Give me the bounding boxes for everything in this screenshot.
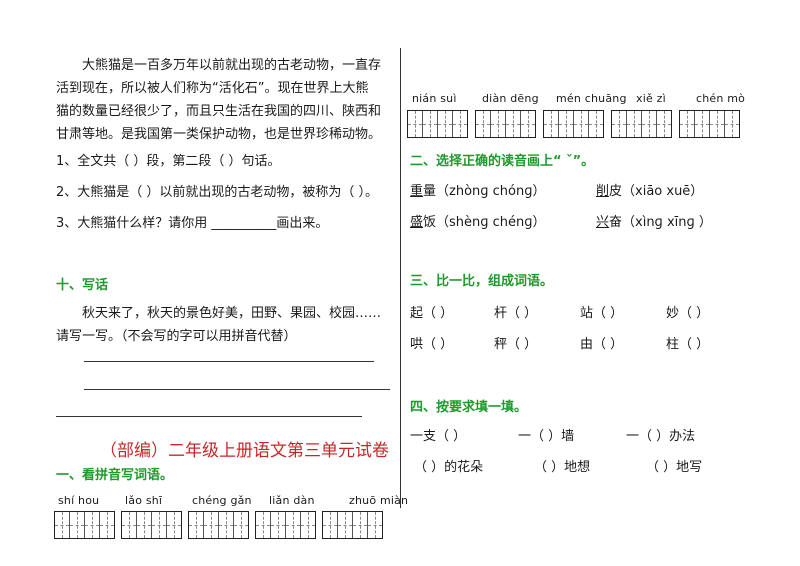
section-2-title: 二、选择正确的读音画上“ ˇ”。 [410,154,595,169]
pinyin-3: chéng gǎn [192,494,252,507]
compare-item-6[interactable]: 秤（ ） [494,337,538,352]
section-2-item-3[interactable]: 盛饭（shènɡ chénɡ） [410,211,546,230]
compare-item-7[interactable]: 由（ ） [580,337,624,352]
pinyin-1: shí hou [58,494,100,507]
char-box-r1[interactable] [407,110,468,138]
question-3: 3、大熊猫什么样？请你用 __________画出来。 [56,216,329,231]
compare-item-8[interactable]: 柱（ ） [666,337,710,352]
compare-item-2[interactable]: 杆（ ） [494,306,538,321]
fill-item-1[interactable]: 一支（ ） [410,429,467,444]
exam-title: （部编）二年级上册语文第三单元试卷 [100,441,389,461]
pinyin-r3: mén chuāng [556,92,627,105]
passage-line-1: 大熊猫是一百多万年以前就出现的古老动物，一直存 [82,58,382,73]
section-2-item-4[interactable]: 兴奋（xìnɡ xīnɡ ） [596,211,712,230]
compare-item-3[interactable]: 站（ ） [580,306,624,321]
char-box-r2[interactable] [475,110,536,138]
prompt-line-1: 秋天来了，秋天的景色好美，田野、果园、校园…… [82,306,382,321]
pinyin-row-left: shí hou lǎo shī chéng gǎn liǎn dàn zhuō … [58,494,408,507]
dotted-char-2: 削 [596,184,610,199]
dotted-char-1: 重 [410,184,424,199]
compare-item-5[interactable]: 哄（ ） [410,337,454,352]
pinyin-2: lǎo shī [125,494,163,507]
compare-item-4[interactable]: 妙（ ） [666,306,710,321]
pinyin-r5: chén mò [696,92,746,105]
section-2-item-2[interactable]: 削皮（xiāo xuē） [596,180,703,199]
passage-line-3: 猫的数量已经很少了，而且只生活在我国的四川、陕西和 [56,104,382,119]
compare-item-1[interactable]: 起（ ） [410,306,454,321]
section-4-row-1: 一支（ ） 一（ ）墙 一（ ）办法 [410,425,695,444]
writing-line-2[interactable] [84,389,390,390]
question-1: 1、全文共（ ）段，第二段（ ）句话。 [56,154,281,169]
pinyin-r4: xiě zì [636,92,666,105]
char-box-5[interactable] [322,511,383,539]
char-box-4[interactable] [255,511,316,539]
pinyin-5: zhuō miàn [349,494,409,507]
pinyin-r2: diàn dēng [482,92,539,105]
section-4-title: 四、按要求填一填。 [410,400,528,415]
char-box-r3[interactable] [543,110,604,138]
fill-item-2[interactable]: 一（ ）墙 [518,429,575,444]
pinyin-r1: nián suì [412,92,457,105]
section-2-item-3-rest: 饭（shènɡ chénɡ） [423,215,546,230]
passage-line-2: 活到现在，所以被人们称为“活化石”。现在世界上大熊 [56,81,369,96]
pinyin-row-right: nián suì diàn dēng mén chuāng xiě zì ché… [412,92,745,105]
char-box-r4[interactable] [611,110,672,138]
section-10-title: 十、写话 [56,278,109,293]
section-4-row-2: （ ）的花朵 （ ）地想 （ ）地写 [414,456,702,475]
section-3-row-2: 哄（ ） 秤（ ） 由（ ） 柱（ ） [410,333,709,352]
column-divider [400,48,401,508]
writing-line-1[interactable] [84,361,374,362]
char-box-3[interactable] [188,511,249,539]
section-3-title: 三、比一比，组成词语。 [410,274,554,289]
writing-line-3[interactable] [56,416,362,417]
section-2-item-1[interactable]: 重量（zhònɡ chónɡ） [410,180,546,199]
dotted-char-4: 兴 [596,215,610,230]
fill-item-6[interactable]: （ ）地写 [646,460,703,475]
pinyin-4: liǎn dàn [269,494,315,507]
char-box-1[interactable] [54,511,115,539]
prompt-line-2: 请写一写。（不会写的字可以用拼音代替） [56,329,297,344]
writing-grid-right[interactable] [407,110,740,138]
section-2-item-2-rest: 皮（xiāo xuē） [609,184,704,199]
passage-line-4: 甘肃等地。是我国第一类保护动物，也是世界珍稀动物。 [56,127,382,142]
section-1-title: 一、看拼音写词语。 [56,468,174,483]
char-box-2[interactable] [121,511,182,539]
passage: 大熊猫是一百多万年以前就出现的古老动物，一直存 活到现在，所以被人们称为“活化石… [56,54,396,146]
dotted-char-3: 盛 [410,215,424,230]
writing-grid-left[interactable] [54,511,383,539]
section-2-item-4-rest: 奋（xìnɡ xīnɡ ） [609,215,712,230]
fill-item-3[interactable]: 一（ ）办法 [626,429,696,444]
section-10-prompt: 秋天来了，秋天的景色好美，田野、果园、校园…… 请写一写。（不会写的字可以用拼音… [56,302,396,348]
question-2: 2、大熊猫是（ ）以前就出现的古老动物，被称为（ ）。 [56,185,379,200]
fill-item-4[interactable]: （ ）的花朵 [414,460,484,475]
fill-item-5[interactable]: （ ）地想 [534,460,591,475]
char-box-r5[interactable] [679,110,740,138]
section-3-row-1: 起（ ） 杆（ ） 站（ ） 妙（ ） [410,302,709,321]
section-2-item-1-rest: 量（zhònɡ chónɡ） [423,184,546,199]
